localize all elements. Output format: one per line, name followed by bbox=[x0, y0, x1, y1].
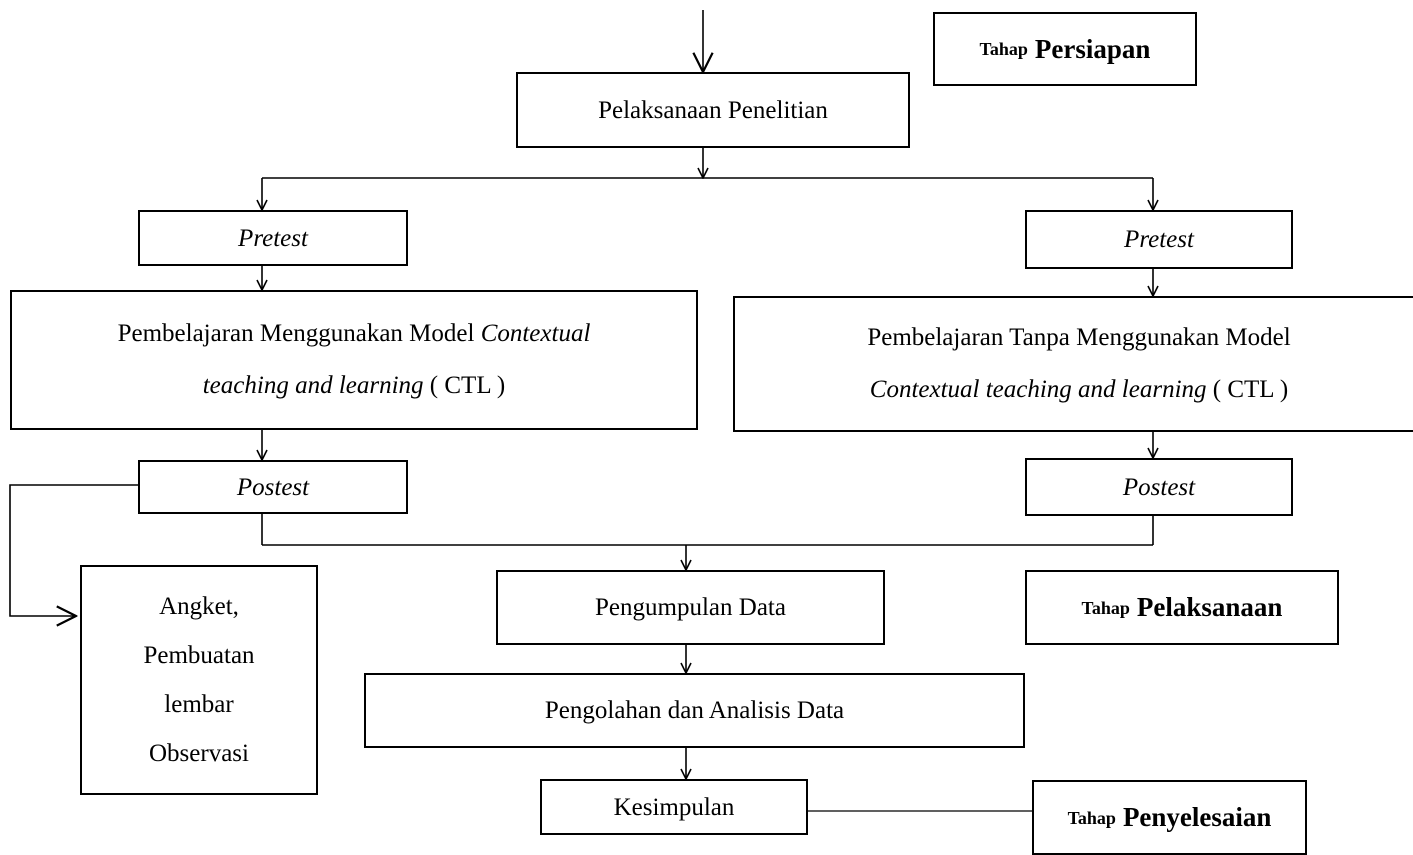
node-pretest-right-label: Pretest bbox=[1124, 226, 1194, 253]
tanpa-line2-text: ( CTL ) bbox=[1206, 376, 1289, 403]
node-pretest-left: Pretest bbox=[138, 210, 408, 266]
node-postest-right: Postest bbox=[1025, 458, 1293, 516]
tanpa-line2-italic: Contextual teaching and learning bbox=[869, 376, 1207, 403]
node-pelaksanaan-penelitian: Pelaksanaan Penelitian bbox=[516, 72, 910, 148]
node-pretest-right: Pretest bbox=[1025, 210, 1293, 269]
node-pembelajaran-ctl-line2: teaching and learning ( CTL ) bbox=[203, 360, 506, 412]
stage-tahap-label: Tahap bbox=[1067, 807, 1116, 828]
branch-to-angket bbox=[9, 484, 138, 616]
node-pembelajaran-tanpa-line2: Contextual teaching and learning ( CTL ) bbox=[870, 364, 1288, 416]
node-pembelajaran-tanpa: Pembelajaran Tanpa Menggunakan Model Con… bbox=[733, 296, 1413, 432]
stage-persiapan-label: Persiapan bbox=[1034, 33, 1151, 64]
node-kesimpulan-label: Kesimpulan bbox=[613, 793, 735, 821]
stage-tahap-label: Tahap bbox=[1081, 597, 1130, 618]
ctl-line2-italic: teaching and learning bbox=[202, 372, 424, 399]
node-angket-line1: Angket, bbox=[159, 593, 239, 620]
node-pembelajaran-ctl: Pembelajaran Menggunakan Model Contextua… bbox=[10, 290, 698, 430]
stage-penyelesaian-label: Penyelesaian bbox=[1122, 802, 1272, 832]
stage-pelaksanaan-label: Pelaksanaan bbox=[1136, 592, 1283, 622]
node-angket-line2: Pembuatan bbox=[143, 642, 255, 669]
node-postest-left-label: Postest bbox=[236, 473, 310, 501]
node-pembelajaran-ctl-line1: Pembelajaran Menggunakan Model Contextua… bbox=[118, 308, 591, 360]
node-postest-right-label: Postest bbox=[1122, 473, 1196, 501]
node-postest-left: Postest bbox=[138, 460, 408, 514]
ctl-line2-text: ( CTL ) bbox=[423, 372, 506, 399]
node-pengolahan-label: Pengolahan dan Analisis Data bbox=[544, 697, 845, 724]
node-angket-line4: Observasi bbox=[149, 740, 249, 767]
node-angket: Angket, Pembuatan lembar Observasi bbox=[80, 565, 318, 795]
stage-persiapan-box: Tahap Persiapan bbox=[933, 12, 1197, 86]
node-pembelajaran-tanpa-line1: Pembelajaran Tanpa Menggunakan Model bbox=[867, 324, 1291, 351]
stage-pelaksanaan-box: Tahap Pelaksanaan bbox=[1025, 570, 1339, 645]
stage-penyelesaian-box: Tahap Penyelesaian bbox=[1032, 780, 1307, 855]
node-kesimpulan: Kesimpulan bbox=[540, 779, 808, 835]
ctl-line1-text: Pembelajaran Menggunakan Model bbox=[117, 320, 481, 347]
node-pengumpulan-data-label: Pengumpulan Data bbox=[595, 594, 786, 621]
node-angket-line3: lembar bbox=[164, 691, 234, 718]
node-pengumpulan-data: Pengumpulan Data bbox=[496, 570, 885, 645]
node-pretest-left-label: Pretest bbox=[238, 224, 308, 252]
ctl-line1-italic: Contextual bbox=[480, 320, 591, 347]
node-pelaksanaan-penelitian-label: Pelaksanaan Penelitian bbox=[598, 96, 828, 124]
node-pengolahan: Pengolahan dan Analisis Data bbox=[364, 673, 1025, 748]
stage-tahap-label: Tahap bbox=[979, 39, 1028, 59]
